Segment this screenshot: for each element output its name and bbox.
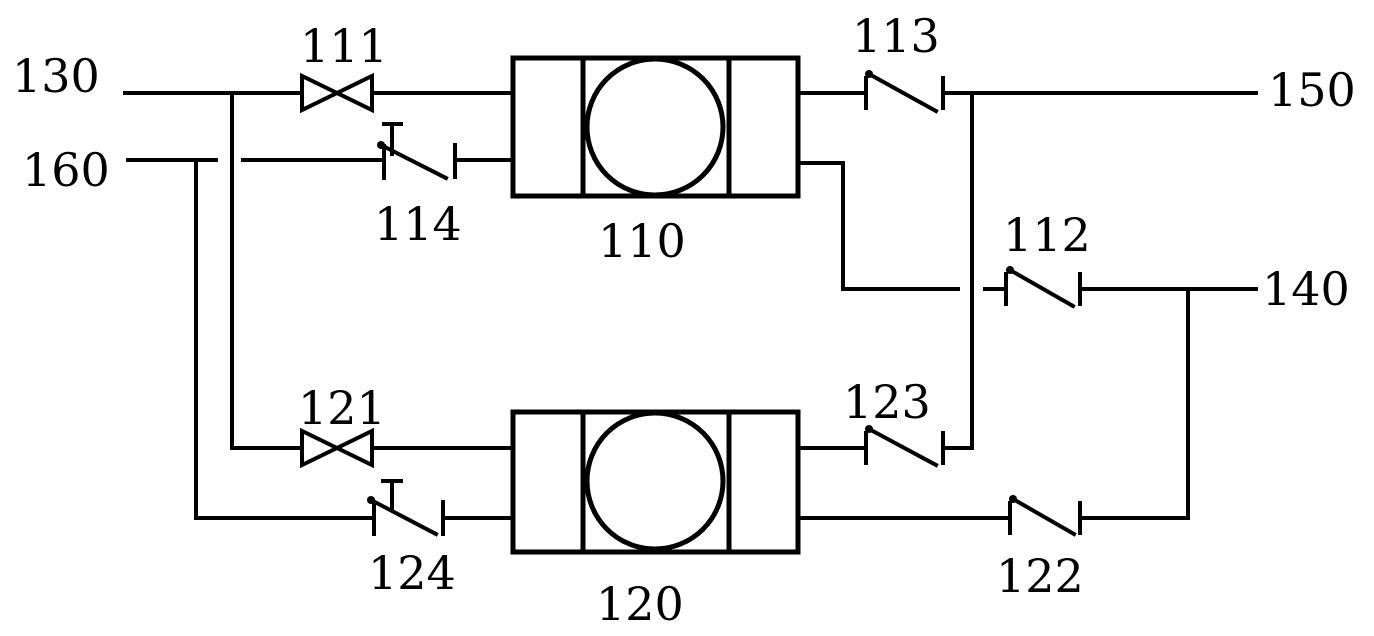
pipes bbox=[123, 91, 1258, 520]
label-valve-111: 111 bbox=[300, 19, 388, 73]
unit-110 bbox=[510, 55, 801, 199]
gate-valve-121 bbox=[300, 427, 374, 469]
check-valve-122 bbox=[1008, 495, 1082, 537]
check-valve-123 bbox=[864, 425, 945, 468]
label-valve-114: 114 bbox=[374, 197, 462, 251]
label-valve-124: 124 bbox=[368, 546, 456, 600]
unit-120 bbox=[510, 409, 801, 555]
label-port-150: 150 bbox=[1268, 63, 1356, 117]
gate-valve-111 bbox=[300, 72, 374, 114]
label-unit-110: 110 bbox=[598, 214, 686, 268]
pump-circle-120 bbox=[584, 410, 726, 552]
check-valve-113 bbox=[864, 70, 945, 114]
labels: 130 160 150 140 110 120 111 114 113 112 … bbox=[12, 9, 1356, 631]
label-port-160: 160 bbox=[22, 143, 110, 197]
pump-circle-110 bbox=[584, 56, 726, 198]
label-port-130: 130 bbox=[12, 49, 100, 103]
label-valve-121: 121 bbox=[298, 381, 386, 435]
check-valve-114 bbox=[377, 122, 457, 181]
label-port-140: 140 bbox=[1262, 262, 1350, 316]
label-unit-120: 120 bbox=[596, 577, 684, 631]
label-valve-123: 123 bbox=[843, 375, 931, 429]
check-valve-124 bbox=[367, 479, 445, 537]
label-valve-113: 113 bbox=[852, 9, 940, 63]
check-valve-112 bbox=[1004, 266, 1082, 309]
label-valve-122: 122 bbox=[996, 549, 1084, 603]
label-valve-112: 112 bbox=[1003, 208, 1091, 262]
